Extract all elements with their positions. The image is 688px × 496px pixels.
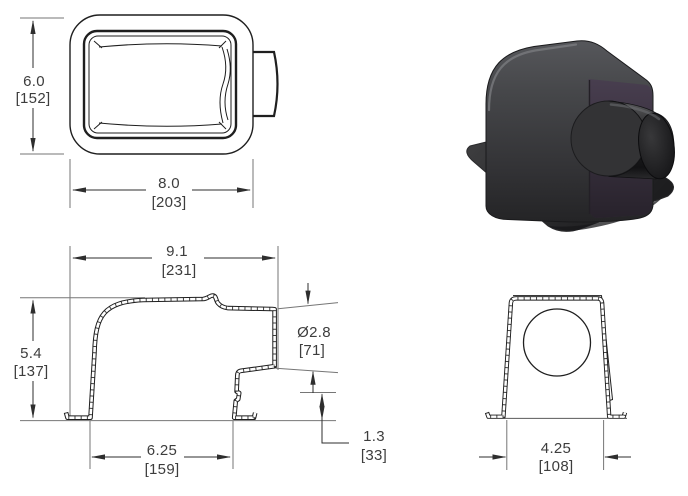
dim-side-height-in: 5.4 <box>20 345 42 362</box>
rim-inner <box>88 35 232 134</box>
boot-front-wall <box>484 296 628 419</box>
cavity-funnel-edge <box>219 46 227 124</box>
top-view <box>69 14 279 155</box>
dim-top-height-mm: [152] <box>16 90 51 107</box>
dim-port-lip-in: 1.3 <box>363 428 385 445</box>
dim-top-height-in: 6.0 <box>23 73 45 90</box>
dim-port-diameter-mm: [71] <box>299 342 325 359</box>
front-view <box>479 295 631 470</box>
back-rim-edge <box>513 295 614 402</box>
dim-top-width-mm: [203] <box>152 194 187 211</box>
dim-top-width-in: 8.0 <box>158 175 180 192</box>
dim-port-lip-mm: [33] <box>361 447 387 464</box>
port-boss-outline <box>253 50 279 118</box>
dim-side-length-in: 9.1 <box>166 243 188 260</box>
flange-outline <box>69 14 254 155</box>
dim-side-length-mm: [231] <box>162 262 197 279</box>
dim-port-diameter-in: Ø2.8 <box>297 324 331 341</box>
top-view-labels: 6.0 [152] 8.0 [203] <box>16 73 187 211</box>
top-view-dimensions <box>20 17 254 208</box>
render-cylinder-root <box>570 100 647 177</box>
render-cylinder-highlight <box>609 103 661 121</box>
render-3d <box>466 40 675 232</box>
side-view <box>20 246 349 469</box>
front-view-labels: 4.25 [108] <box>539 440 574 475</box>
dim-front-width-mm: [108] <box>539 458 574 475</box>
side-view-labels: 9.1 [231] 5.4 [137] Ø2.8 [71] 1.3 [33] 6… <box>14 243 387 478</box>
cavity-funnel-edge-2 <box>224 48 231 121</box>
cavity-top-edge <box>98 43 223 48</box>
render-base-shadow <box>548 198 662 231</box>
render-top-highlight <box>487 43 578 112</box>
boot-section-wall <box>63 293 277 420</box>
dim-front-width-in: 4.25 <box>541 440 571 457</box>
corner-marks <box>93 40 227 130</box>
dim-base-width-in: 6.25 <box>147 442 177 459</box>
port-circle <box>522 308 592 377</box>
dim-base-width-mm: [159] <box>145 461 180 478</box>
dim-side-height-mm: [137] <box>14 363 49 380</box>
cavity-bottom-edge <box>98 122 223 127</box>
rim-outer <box>82 29 238 140</box>
